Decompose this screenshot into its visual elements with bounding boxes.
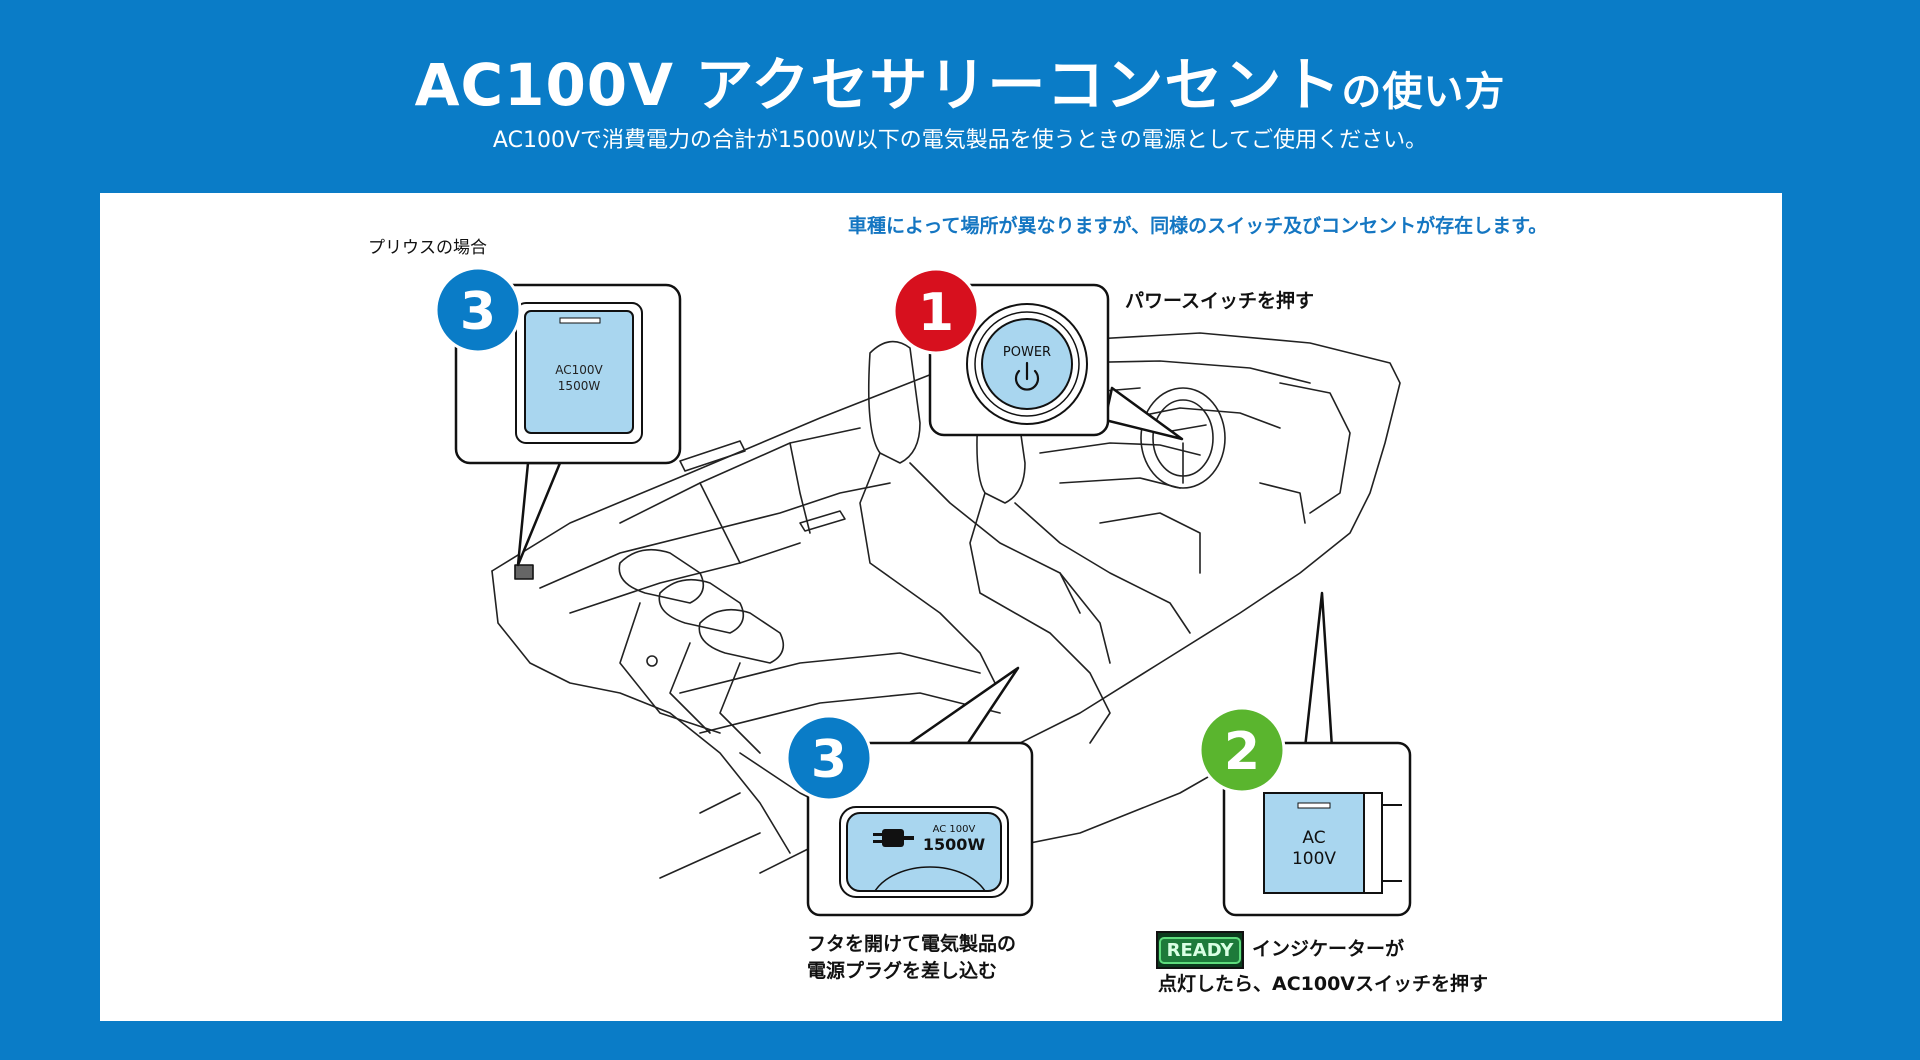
title-main: AC100V アクセサリーコンセント [414, 51, 1342, 119]
step-number: 1 [918, 283, 954, 343]
ac-switch-line2: 100V [1292, 849, 1336, 869]
rear-outlet-line2: 1500W [558, 379, 601, 393]
title-suffix: の使い方 [1341, 69, 1506, 115]
diagram-panel: AC100V 1500W POWER [100, 193, 1782, 1021]
step-badge-3-rear: 3 [434, 266, 522, 354]
step1-power-callout: POWER [928, 283, 1110, 437]
page-subtitle: AC100Vで消費電力の合計が1500W以下の電気製品を使うときの電源としてご使… [492, 128, 1428, 153]
step-badge-2: 2 [1198, 706, 1286, 794]
ready-indicator: READY [1156, 931, 1244, 969]
callout-leaders [516, 386, 1334, 750]
step3-instruction: フタを開けて電気製品の 電源プラグを差し込む [807, 931, 1016, 984]
front-outlet-line2: 1500W [923, 835, 986, 854]
step2-instruction-line2: 点灯したら、AC100Vスイッチを押す [1158, 973, 1489, 995]
ac-switch-line1: AC [1302, 828, 1325, 848]
case-label: プリウスの場合 [368, 238, 487, 258]
plug-icon [873, 829, 914, 847]
rear-outlet-line1: AC100V [555, 363, 603, 377]
step-number: 2 [1224, 722, 1260, 782]
power-button-label: POWER [1003, 345, 1051, 360]
step-number: 3 [811, 730, 847, 790]
step-badge-1: 1 [892, 267, 980, 355]
step3-instruction-line2: 電源プラグを差し込む [807, 959, 998, 982]
step-badge-3-front: 3 [785, 714, 873, 802]
page-title: AC100V アクセサリーコンセントの使い方 [0, 38, 1920, 122]
step3-instruction-line1: フタを開けて電気製品の [807, 933, 1017, 955]
ready-indicator-label: READY [1158, 936, 1242, 964]
step2-instruction-line1: インジケーターが [1252, 938, 1405, 960]
location-note: 車種によって場所が異なりますが、同様のスイッチ及びコンセントが存在します。 [848, 215, 1548, 237]
front-outlet-line1: AC 100V [933, 824, 976, 835]
power-icon [1014, 361, 1040, 391]
car-interior-diagram: AC100V 1500W POWER [434, 266, 1412, 917]
step2-switch-callout: AC 100V [1222, 741, 1412, 917]
step-number: 3 [460, 282, 496, 342]
step3-front-callout: AC 100V 1500W [806, 741, 1034, 917]
step1-instruction: パワースイッチを押す [1125, 290, 1315, 312]
